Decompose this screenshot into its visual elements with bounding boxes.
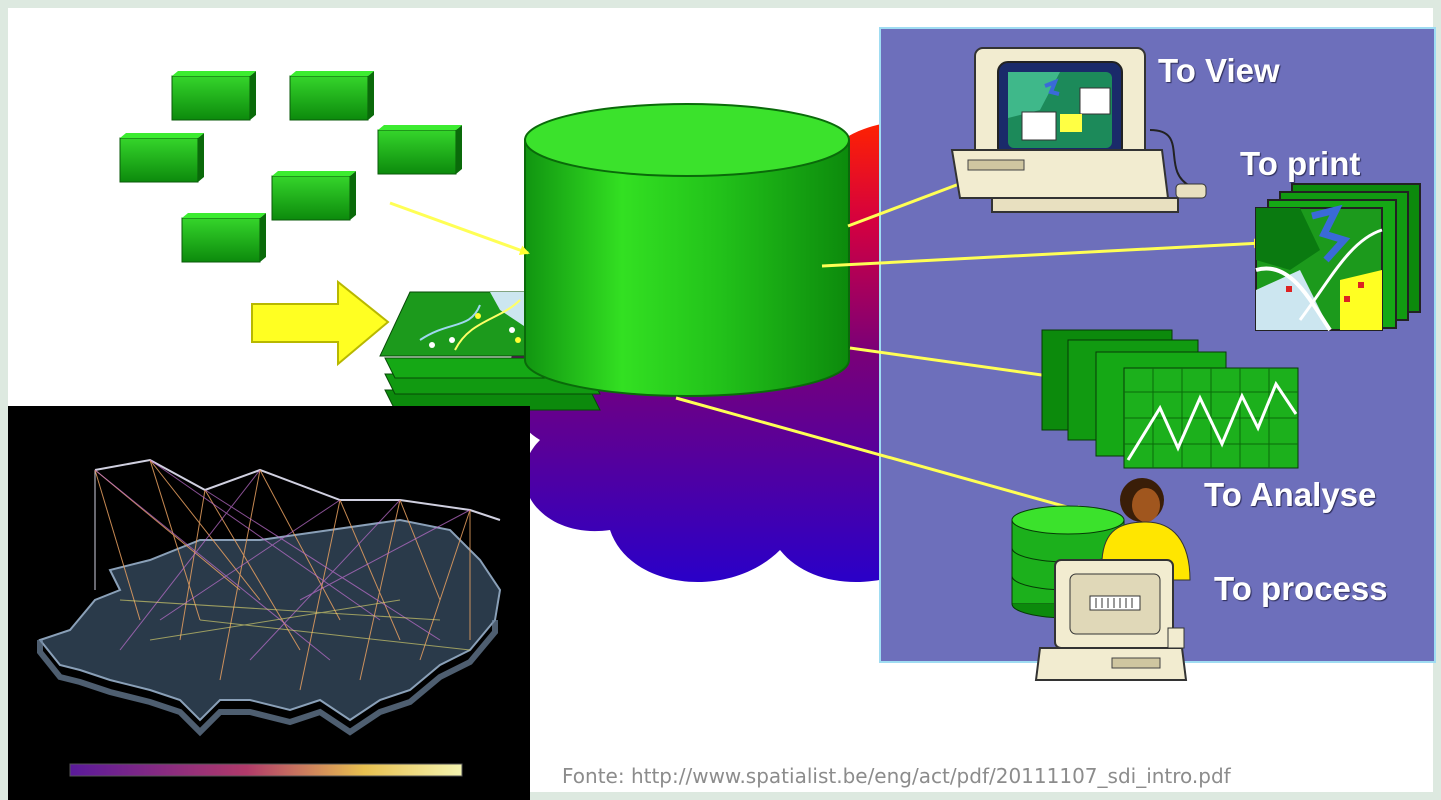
data-block-icon: [377, 124, 463, 175]
database-cylinder-icon: [524, 103, 850, 397]
data-block-icon: [271, 170, 357, 221]
output-arrows: [675, 176, 1264, 515]
input-arrow-icon: [251, 279, 390, 367]
label-to-view: To View: [1158, 52, 1280, 89]
network-map-3d-icon: [8, 406, 530, 800]
analysis-charts-icon: [1041, 329, 1299, 469]
data-block-icon: [181, 212, 267, 263]
data-block-icon: [289, 70, 375, 121]
label-to-print: To print: [1240, 145, 1361, 182]
person-at-computer-icon: [1011, 478, 1191, 681]
source-caption: Fonte: http://www.spatialist.be/eng/act/…: [562, 764, 1231, 788]
data-block-icon: [119, 132, 205, 183]
label-to-process: To process: [1214, 570, 1388, 607]
desktop-computer-icon: [950, 47, 1207, 213]
label-to-analyse: To Analyse: [1204, 476, 1377, 513]
data-block-icon: [171, 70, 257, 121]
printed-maps-icon: [1255, 183, 1421, 332]
